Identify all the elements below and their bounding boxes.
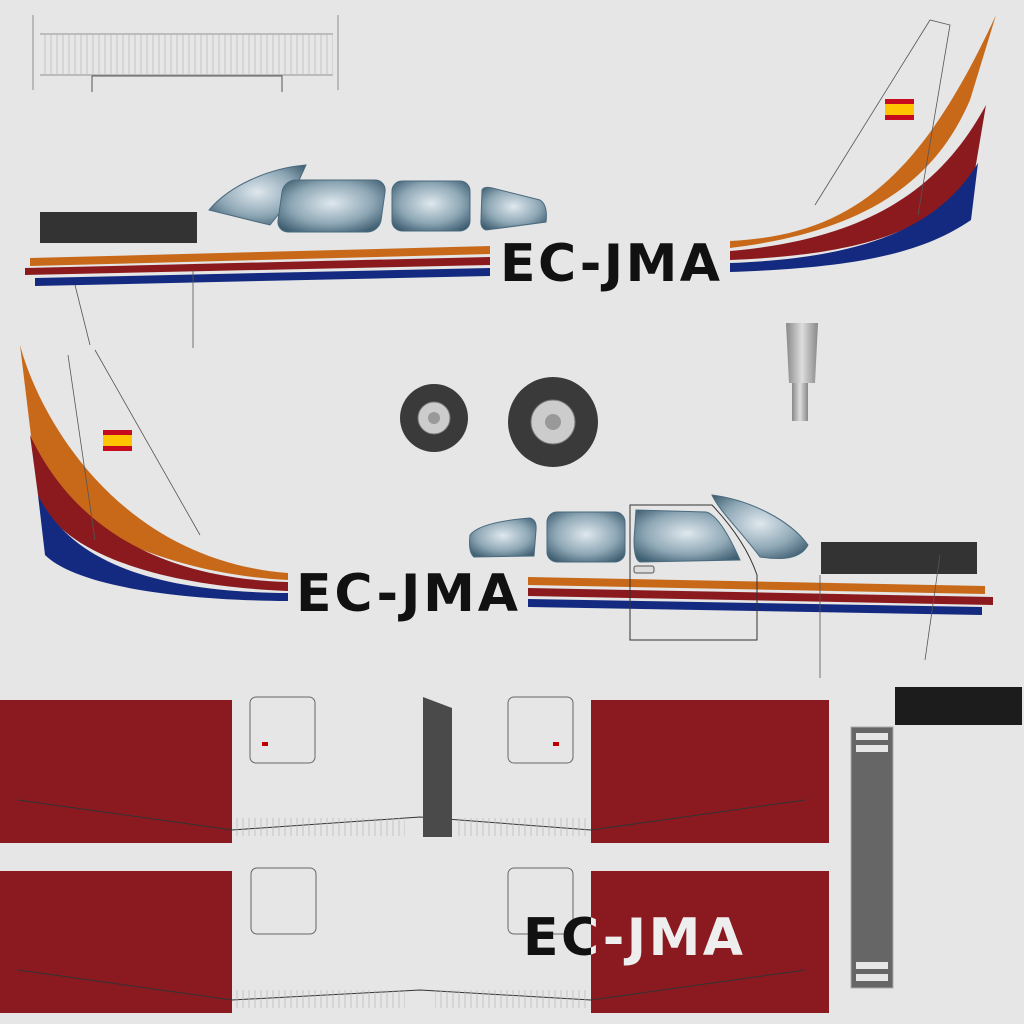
wing-top-panel xyxy=(0,696,829,843)
tail-stripe-blue xyxy=(730,163,978,272)
panel-lines xyxy=(819,554,941,678)
landing-gear-strut xyxy=(786,323,818,421)
tail-stripe-orange xyxy=(730,15,996,248)
wing-bottom-panel: EC-JMA xyxy=(0,867,829,1013)
fin-outline xyxy=(814,19,951,216)
stabilizer-dark-block xyxy=(821,542,977,574)
access-panel xyxy=(507,696,574,764)
rear-window xyxy=(469,517,537,558)
panel-lines xyxy=(74,270,194,348)
door-handle[interactable] xyxy=(633,565,655,574)
stripe-orange xyxy=(30,246,490,266)
wheel-small xyxy=(400,384,468,452)
cabin-window xyxy=(391,180,471,232)
fuselage-right-side: EC-JMA xyxy=(20,345,993,678)
stripe-red xyxy=(25,257,490,275)
tail-stripe-red xyxy=(730,105,986,260)
dark-block xyxy=(895,687,1022,725)
windshield xyxy=(711,494,809,559)
gray-strip xyxy=(850,726,894,989)
stripe-blue xyxy=(528,599,982,615)
rear-window xyxy=(480,186,547,231)
stabilizer-dark-block xyxy=(40,212,197,243)
spain-flag xyxy=(103,430,132,451)
cabin-window xyxy=(633,509,741,563)
stabilizer-outline xyxy=(32,15,339,92)
stripe-blue xyxy=(35,268,490,286)
access-panel xyxy=(250,867,317,935)
registration-text: EC-JMA xyxy=(500,234,720,294)
flap-piece xyxy=(423,697,452,837)
wheel-large xyxy=(508,377,598,467)
cabin-window xyxy=(277,179,386,233)
access-panel xyxy=(249,696,316,764)
tail-stripe-red xyxy=(30,435,288,591)
spain-flag xyxy=(885,99,914,120)
cabin-door-outline xyxy=(629,504,758,641)
fin-outline xyxy=(67,349,201,541)
stripe-red xyxy=(528,588,993,605)
registration-text: EC-JMA xyxy=(523,908,743,968)
cabin-window xyxy=(546,511,626,563)
access-panel xyxy=(507,867,574,935)
tail-stripe-blue xyxy=(38,495,288,601)
registration-text: EC-JMA xyxy=(296,564,518,624)
